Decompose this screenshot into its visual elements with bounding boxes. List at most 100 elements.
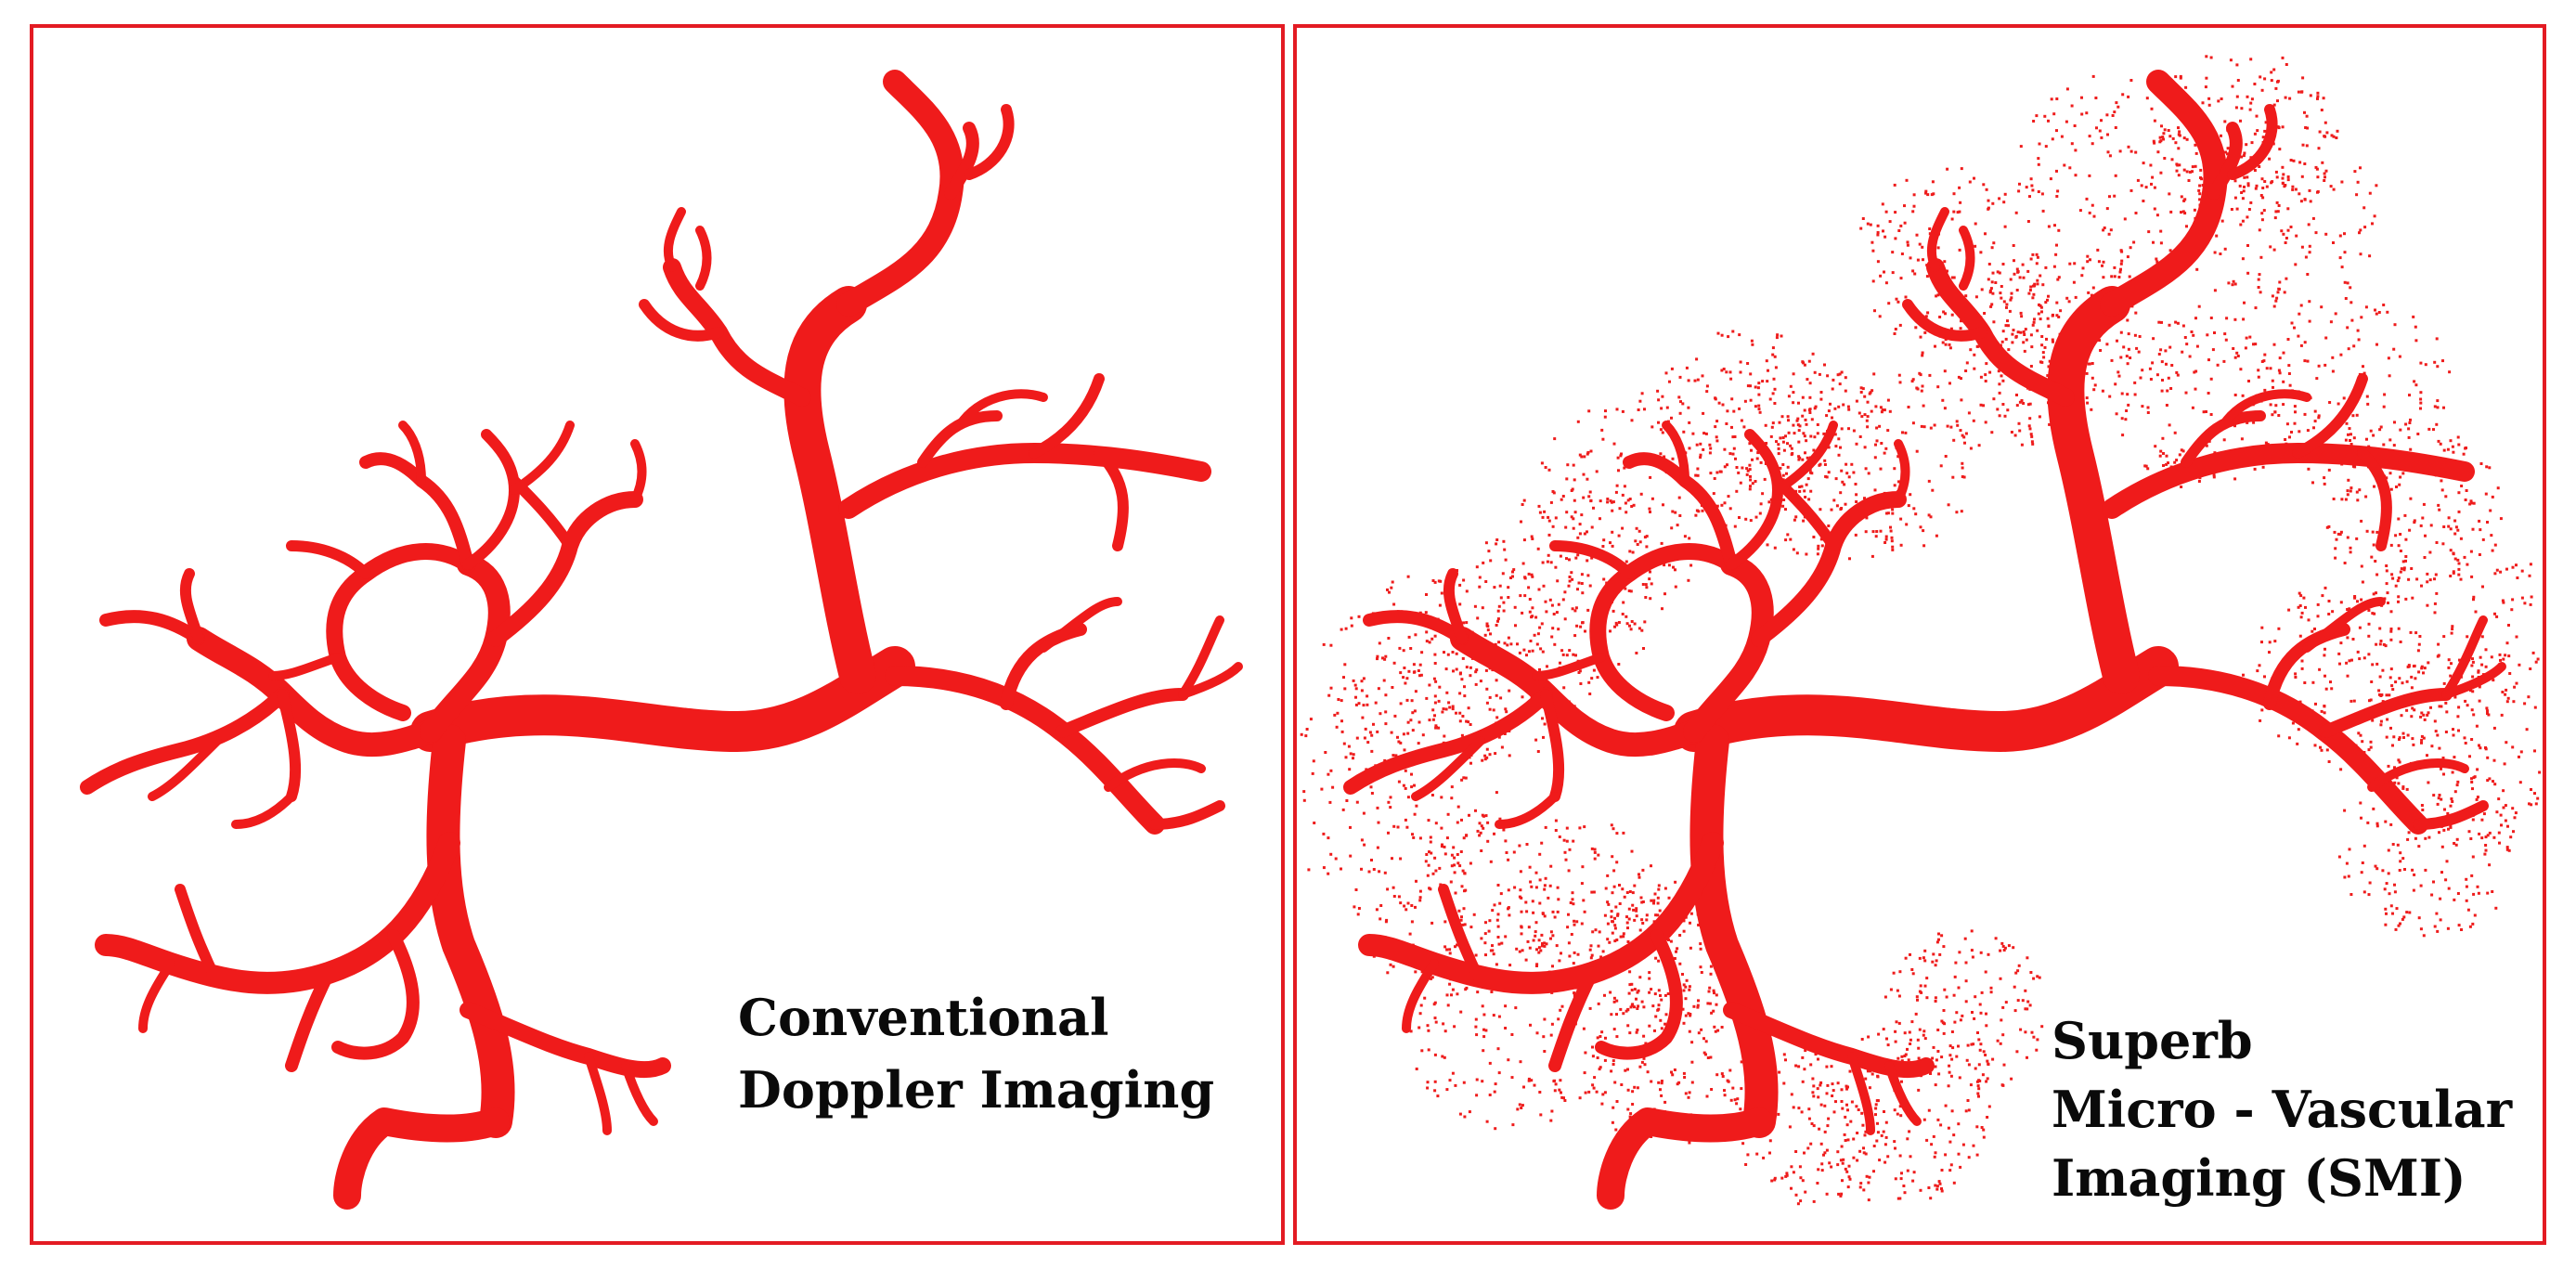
microvessel-dot (1678, 962, 1682, 965)
microvessel-dot (2337, 532, 2340, 536)
microvessel-dot (1697, 999, 1700, 1003)
microvessel-dot (1406, 720, 1410, 724)
microvessel-dot (1930, 1143, 1934, 1146)
microvessel-dot (2423, 718, 2427, 721)
microvessel-dot (1812, 1124, 1816, 1128)
microvessel-dot (2530, 595, 2533, 599)
microvessel-dot (1649, 511, 1651, 513)
microvessel-dot (1942, 945, 1946, 949)
panel-caption: Conventional Doppler Imaging (738, 988, 1214, 1120)
microvessel-dot (1559, 554, 1562, 558)
microvessel-dot (2097, 260, 2101, 264)
microvessel-dot (1845, 1170, 1849, 1173)
microvessel-dot (1604, 1036, 1607, 1040)
microvessel-dot (2013, 985, 2016, 989)
microvessel-dot (1923, 330, 1927, 334)
microvessel-dot (2349, 433, 2352, 436)
microvessel-dot (1565, 826, 1569, 830)
microvessel-dot (1827, 1117, 1831, 1120)
microvessel-dot (2439, 918, 2442, 922)
microvessel-dot (1908, 1030, 1911, 1034)
microvessel-dot (1633, 622, 1637, 626)
microvessel-dot (1860, 1038, 1864, 1041)
microvessel-dot (1494, 642, 1497, 646)
microvessel-dot (1350, 616, 1353, 620)
microvessel-dot (1480, 937, 1483, 940)
microvessel-dot (2126, 255, 2129, 259)
microvessel-dot (1738, 516, 1741, 519)
microvessel-dot (1396, 825, 1400, 829)
microvessel-dot (1895, 297, 1898, 301)
microvessel-dot (1904, 1053, 1908, 1056)
microvessel-dot (1702, 411, 1705, 415)
microvessel-dot (1555, 944, 1559, 948)
microvessel-dot (2180, 211, 2182, 214)
microvessel-dot (2433, 719, 2437, 723)
microvessel-dot (2285, 237, 2288, 240)
microvessel-dot (2281, 181, 2285, 185)
microvessel-dot (2345, 421, 2349, 425)
microvessel-dot (1899, 543, 1903, 547)
microvessel-dot (1583, 825, 1586, 829)
microvessel-dot (2370, 555, 2374, 559)
microvessel-dot (1630, 849, 1634, 853)
microvessel-dot (2520, 569, 2524, 573)
microvessel-dot (2154, 445, 2157, 448)
microvessel-dot (1429, 887, 1432, 891)
microvessel-dot (1836, 1150, 1840, 1154)
microvessel-dot (2364, 495, 2368, 499)
microvessel-dot (1781, 473, 1785, 477)
microvessel-dot (1479, 680, 1482, 683)
microvessel-dot (2091, 286, 2095, 290)
microvessel-dot (1570, 933, 1573, 936)
microvessel-dot (2153, 119, 2156, 123)
microvessel-dot (1543, 722, 1547, 726)
microvessel-dot (1386, 887, 1390, 891)
microvessel-dot (2261, 187, 2265, 189)
microvessel-dot (2385, 882, 2388, 886)
microvessel-dot (1891, 271, 1895, 275)
microvessel-dot (1607, 902, 1611, 906)
microvessel-dot (2398, 760, 2401, 764)
microvessel-dot (1648, 577, 1651, 581)
microvessel-dot (1846, 1138, 1850, 1142)
microvessel-dot (2168, 135, 2172, 138)
microvessel-dot (1817, 544, 1820, 548)
microvessel-dot (2318, 667, 2322, 671)
microvessel-dot (2059, 309, 2063, 313)
microvessel-dot (2454, 843, 2458, 847)
microvessel-dot (1907, 504, 1910, 508)
microvessel-dot (2433, 360, 2437, 364)
microvessel-dot (1973, 367, 1976, 370)
microvessel-dot (2349, 550, 2352, 554)
microvessel-dot (2404, 555, 2408, 558)
microvessel-dot (2278, 280, 2282, 284)
microvessel-dot (2456, 435, 2460, 439)
microvessel-dot (2169, 387, 2173, 390)
microvessel-dot (1549, 500, 1553, 504)
microvessel-dot (2450, 631, 2453, 635)
microvessel-dot (1322, 642, 1326, 646)
microvessel-dot (2324, 336, 2328, 340)
microvessel-dot (2150, 107, 2154, 110)
microvessel-dot (2153, 141, 2156, 145)
microvessel-dot (2384, 644, 2388, 648)
microvessel-dot (1586, 574, 1590, 577)
microvessel-dot (2362, 890, 2366, 894)
microvessel-dot (1590, 525, 1594, 529)
microvessel-dot (2152, 139, 2155, 143)
microvessel-dot (1458, 1112, 1462, 1116)
microvessel-dot (1463, 694, 1467, 698)
microvessel-dot (2533, 792, 2536, 796)
microvessel-dot (2346, 536, 2349, 539)
microvessel-dot (1463, 1115, 1467, 1119)
microvessel-dot (2432, 794, 2436, 797)
microvessel-dot (1620, 452, 1623, 456)
microvessel-dot (2299, 200, 2303, 203)
microvessel-dot (2362, 844, 2366, 848)
microvessel-dot (1798, 486, 1802, 488)
microvessel-dot (2259, 194, 2263, 197)
microvessel-dot (2533, 749, 2536, 753)
microvessel-dot (2478, 519, 2481, 523)
microvessel-dot (1384, 710, 1388, 714)
